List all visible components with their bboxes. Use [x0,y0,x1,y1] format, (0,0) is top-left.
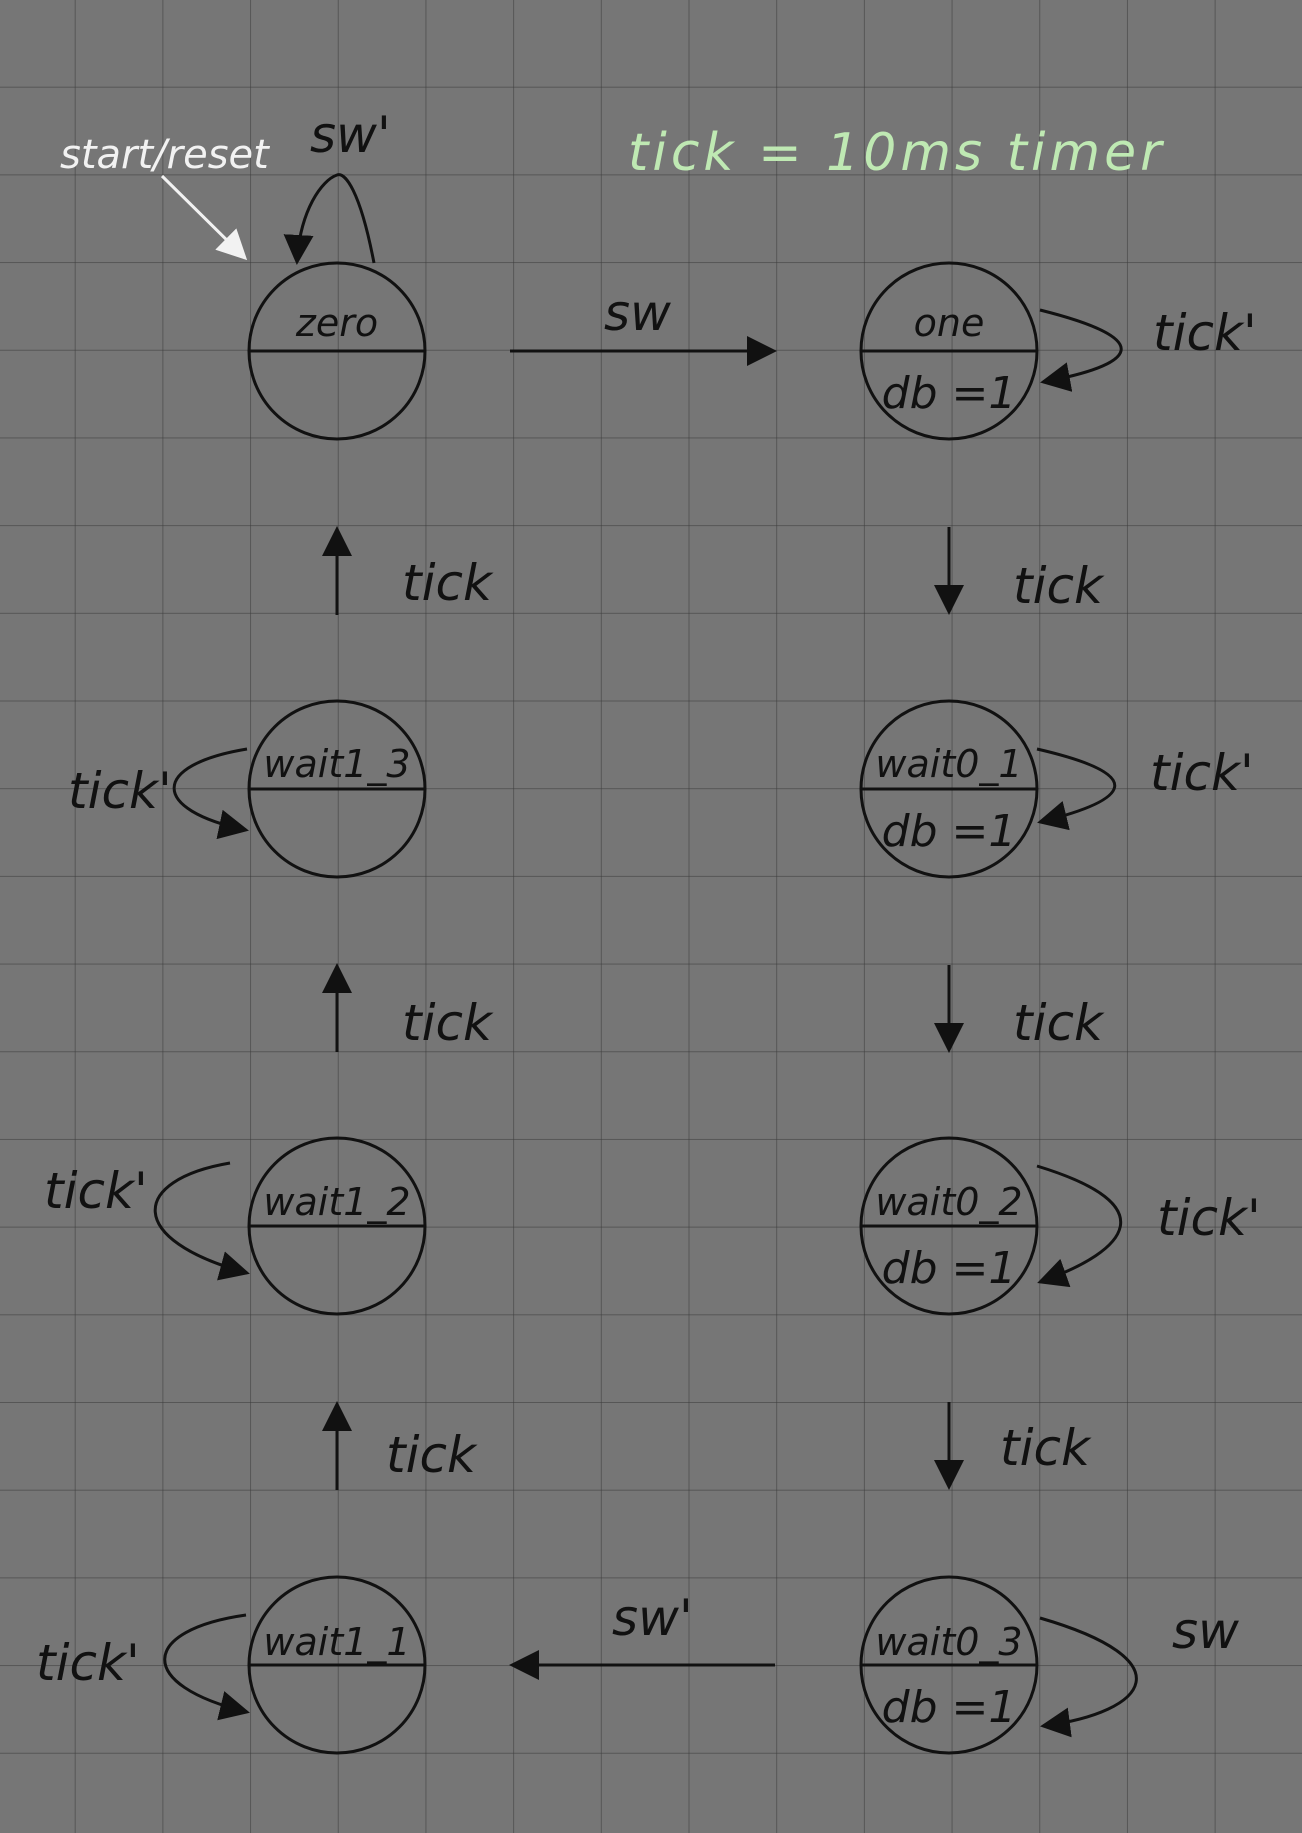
state-one-name: one [914,301,985,345]
state-zero-name: zero [295,301,378,345]
state-wait1-3-name: wait1_3 [263,742,410,786]
start-reset-label: start/reset [60,132,270,178]
state-wait1-2: wait1_2 [247,1136,427,1316]
edge-wait0-2-wait0-3-label: tick [1000,1419,1092,1477]
state-wait0-3-output: db =1 [882,1682,1017,1733]
edge-zero-self-label: sw' [310,106,391,164]
diagram-title: tick = 10ms timer [628,123,1165,183]
edge-wait0-1-self [1036,747,1117,831]
edge-wait0-2-self [1036,1164,1123,1288]
edge-wait1-3-zero-label: tick [402,554,494,612]
state-zero: zero [247,261,427,441]
edge-wait1-2-self [153,1161,250,1281]
edge-wait1-1-wait1-2-label: tick [386,1426,478,1484]
state-wait1-1-name: wait1_1 [263,1620,410,1664]
state-wait0-1: wait0_1 db =1 [859,699,1039,879]
edge-wait1-2-self-label: tick' [44,1162,148,1220]
edge-zero-self [283,173,376,265]
start-arrow [160,174,248,261]
state-one-output: db =1 [882,368,1017,419]
edge-wait1-1-self-label: tick' [36,1634,140,1692]
state-wait0-1-name: wait0_1 [875,742,1022,786]
edge-zero-one-label: sw [604,284,671,342]
edge-one-self-label: tick' [1153,304,1257,362]
state-wait0-2: wait0_2 db =1 [859,1136,1039,1316]
state-wait0-1-output: db =1 [882,806,1017,857]
edge-wait0-2-self-label: tick' [1157,1189,1261,1247]
state-wait1-3: wait1_3 [247,699,427,879]
edge-wait0-3-wait1-1-label: sw' [612,1589,693,1647]
edge-wait0-3-self [1039,1616,1138,1738]
state-wait1-1: wait1_1 [247,1575,427,1755]
state-wait0-3: wait0_3 db =1 [859,1575,1039,1755]
state-wait0-2-output: db =1 [882,1243,1017,1294]
state-wait1-2-name: wait1_2 [263,1180,410,1224]
edge-wait1-1-self [163,1613,250,1721]
edge-wait0-3-self-label: sw [1172,1602,1239,1660]
edge-one-self [1039,308,1123,392]
state-wait0-3-name: wait0_3 [875,1620,1022,1664]
state-one: one db =1 [859,261,1039,441]
edge-wait0-1-self-label: tick' [1150,744,1254,802]
edge-wait1-2-wait1-3-label: tick [402,994,494,1052]
edge-one-wait0-1-label: tick [1013,557,1105,615]
state-wait0-2-name: wait0_2 [875,1180,1022,1224]
edge-wait0-1-wait0-2-label: tick [1013,994,1105,1052]
edge-wait1-3-self-label: tick' [68,762,172,820]
edge-wait1-3-self [172,747,249,840]
